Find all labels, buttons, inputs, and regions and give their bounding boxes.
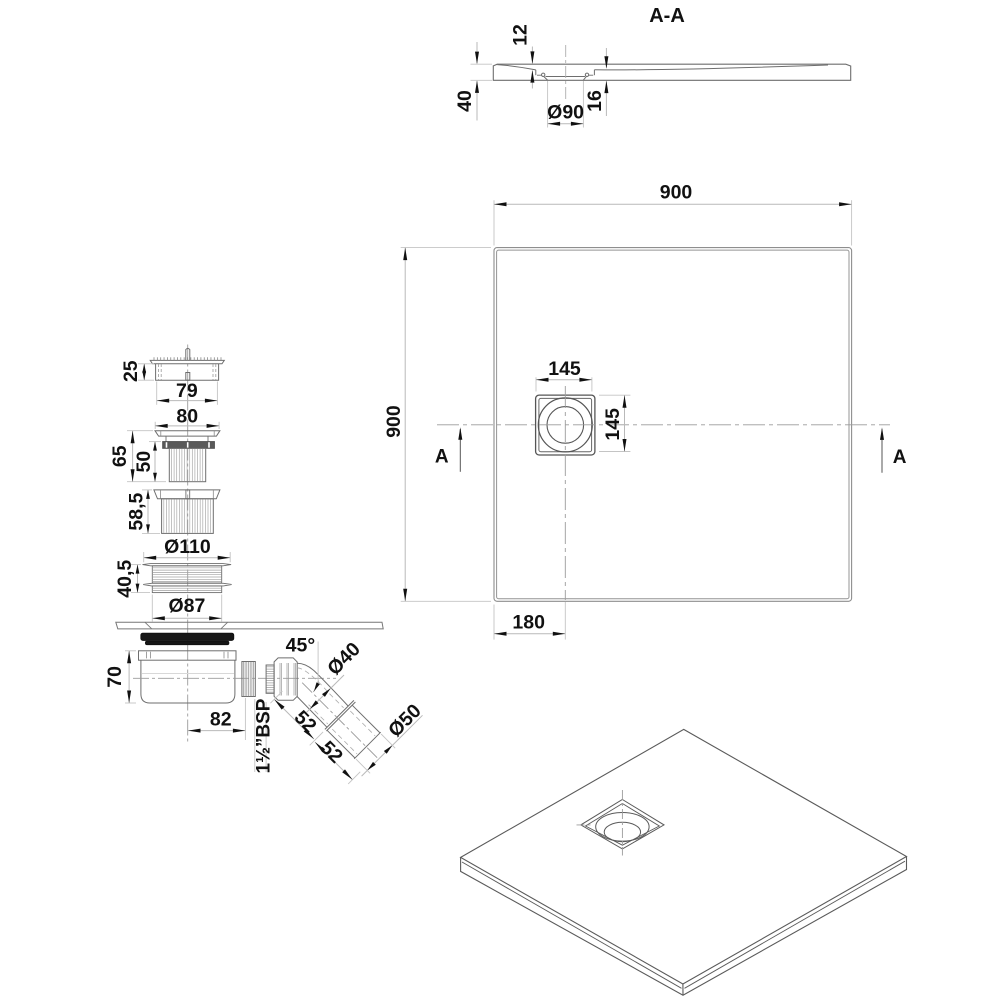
svg-text:Ø110: Ø110 — [164, 536, 211, 558]
svg-text:145: 145 — [602, 408, 624, 441]
svg-text:1½”BSP: 1½”BSP — [254, 698, 275, 773]
svg-text:A: A — [435, 447, 449, 468]
svg-text:80: 80 — [176, 405, 198, 427]
svg-text:50: 50 — [133, 451, 155, 473]
svg-text:40: 40 — [454, 90, 476, 112]
svg-text:40,5: 40,5 — [114, 560, 136, 598]
svg-text:25: 25 — [120, 360, 142, 382]
svg-text:82: 82 — [210, 708, 232, 730]
svg-text:Ø87: Ø87 — [168, 595, 205, 617]
svg-text:79: 79 — [176, 380, 198, 402]
svg-text:12: 12 — [509, 24, 531, 46]
svg-text:180: 180 — [512, 611, 545, 633]
svg-text:45°: 45° — [286, 634, 316, 656]
svg-text:A: A — [893, 447, 907, 468]
svg-text:16: 16 — [584, 90, 606, 112]
svg-text:A-A: A-A — [649, 5, 685, 27]
svg-text:145: 145 — [548, 358, 581, 380]
svg-text:58,5: 58,5 — [125, 492, 147, 530]
svg-text:900: 900 — [383, 405, 405, 438]
svg-text:Ø90: Ø90 — [547, 102, 584, 124]
svg-text:65: 65 — [109, 445, 131, 467]
svg-text:900: 900 — [660, 181, 693, 203]
svg-text:70: 70 — [104, 666, 126, 688]
